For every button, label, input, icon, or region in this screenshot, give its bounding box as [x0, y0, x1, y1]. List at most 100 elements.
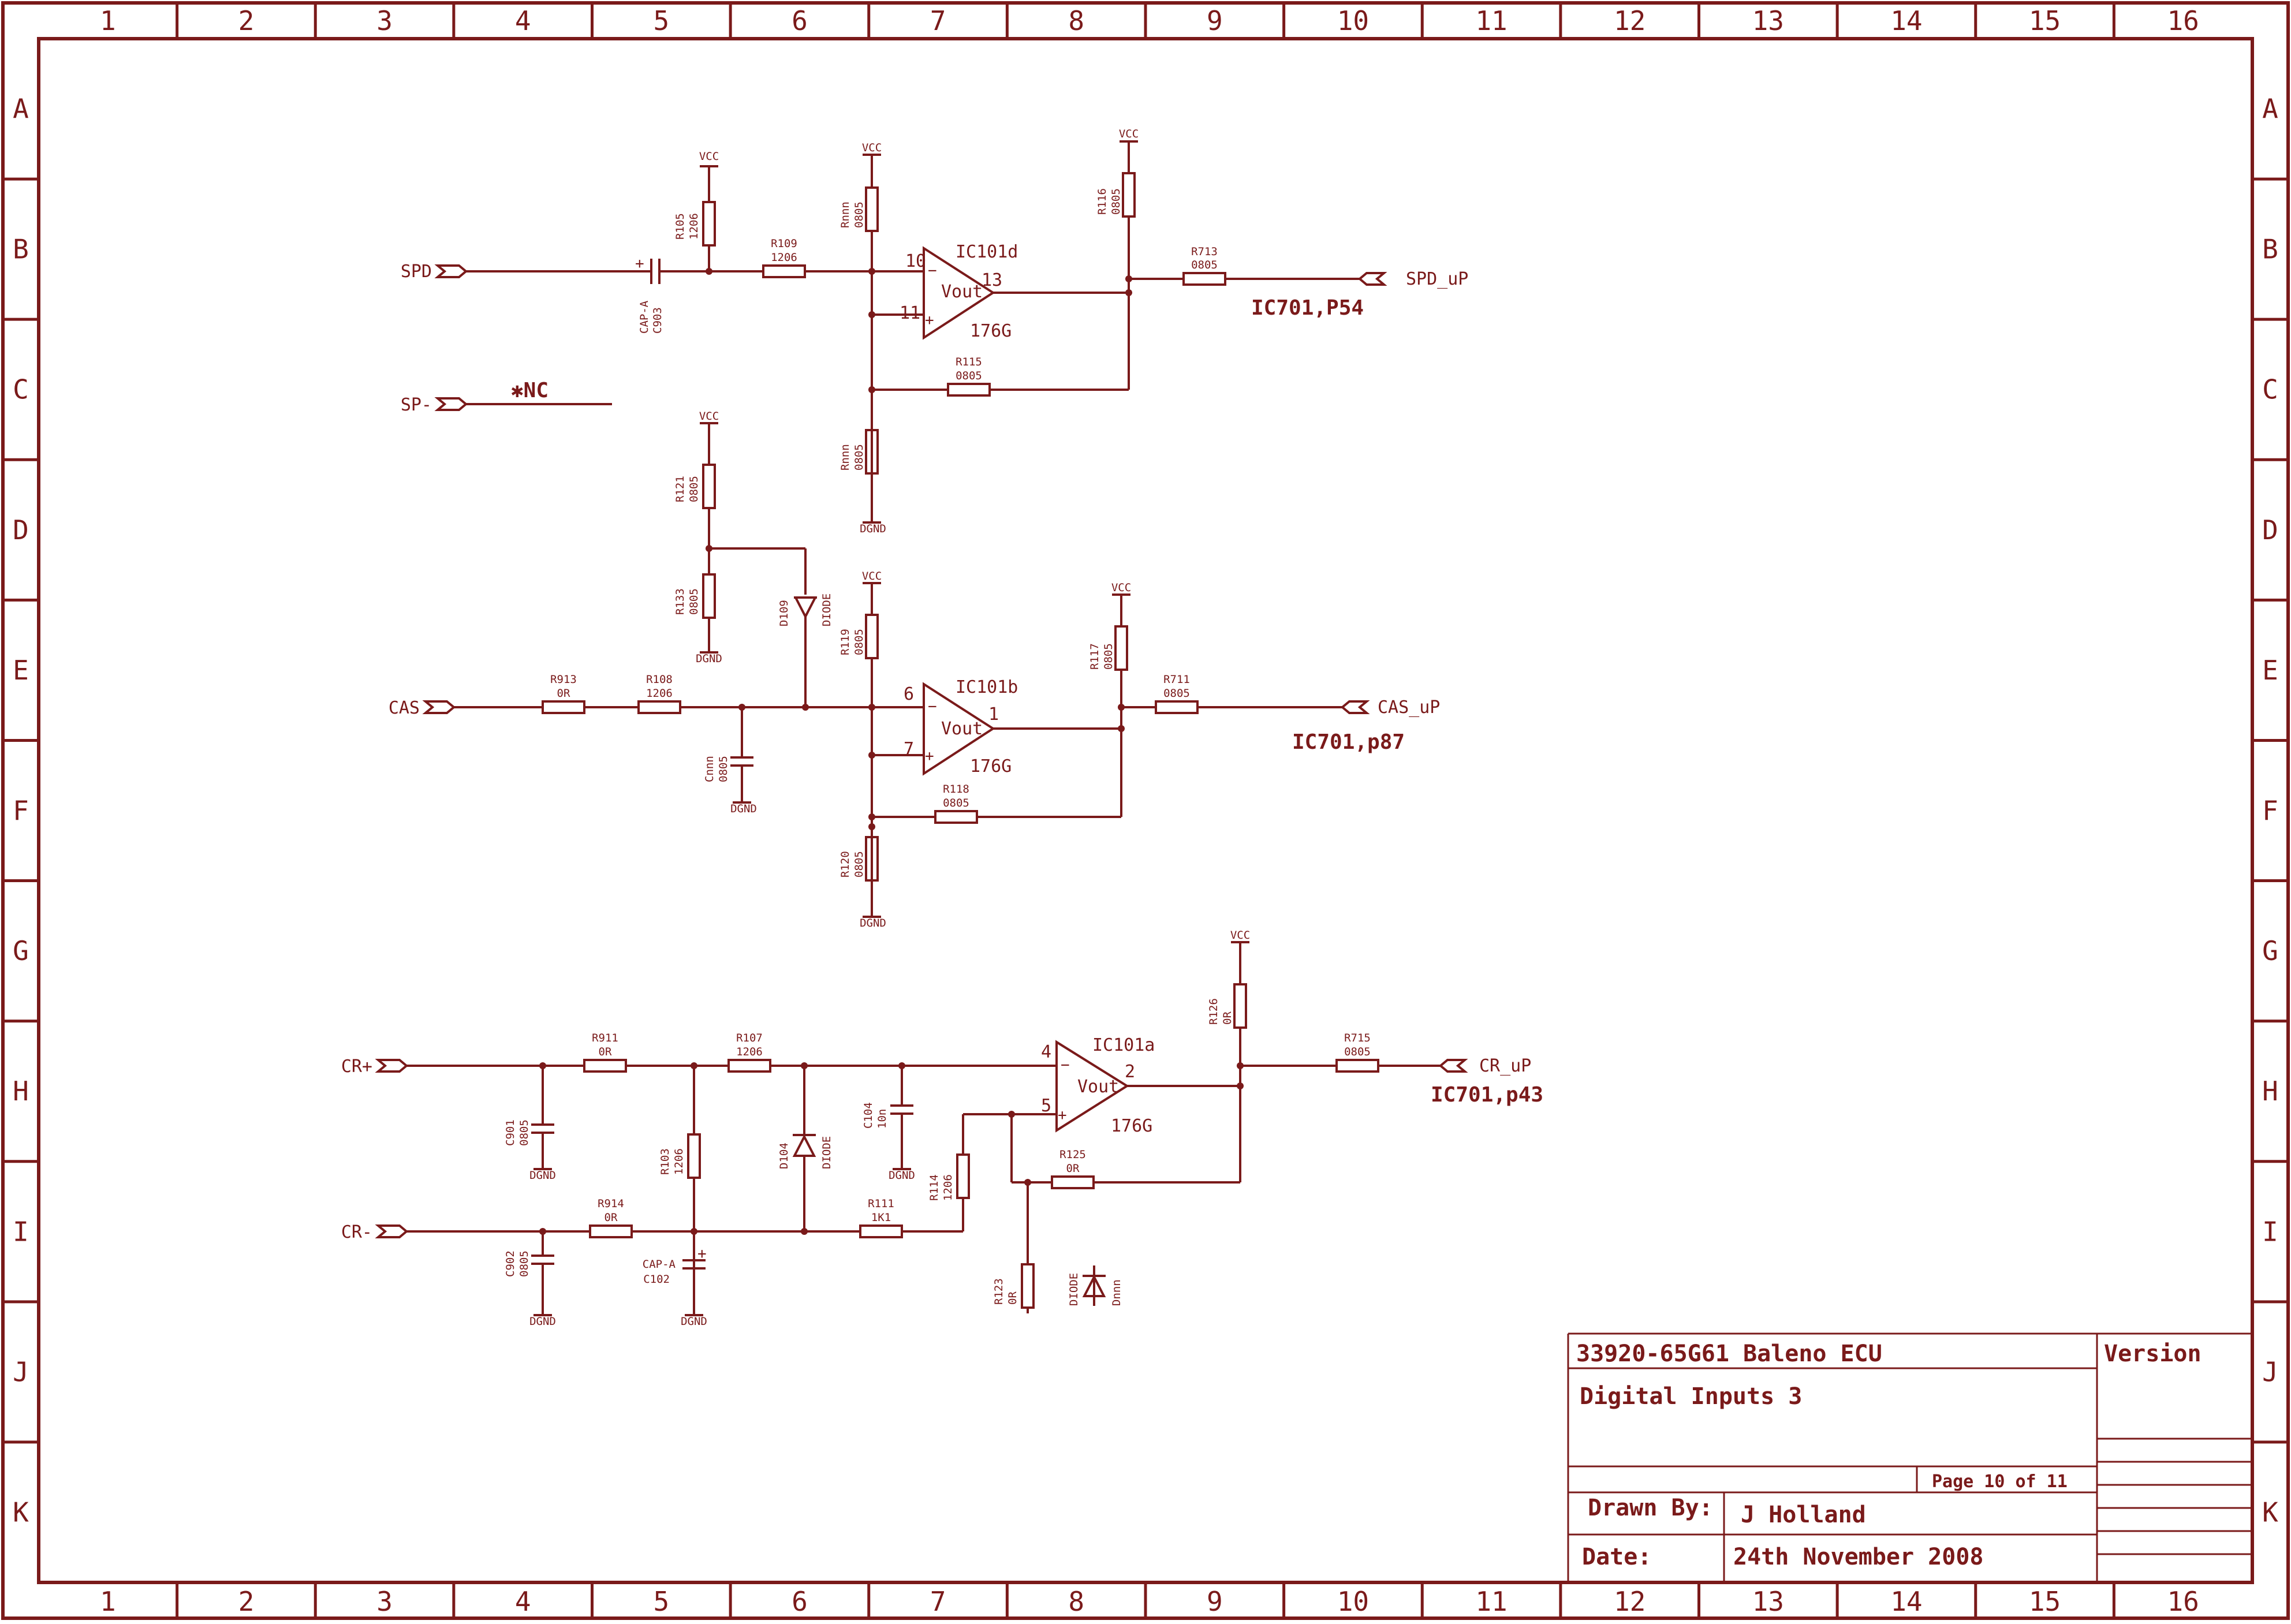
r121-ref: R121	[674, 476, 686, 502]
cas-output-port	[1340, 700, 1370, 714]
zone-row-label: A	[13, 94, 29, 125]
zone-column-label: 4	[515, 1586, 531, 1617]
zone-row-label: G	[2262, 935, 2278, 966]
r117-ref: R117	[1088, 643, 1101, 670]
cr-minus-port	[375, 1224, 409, 1238]
dgnd-label: DGND	[860, 522, 886, 535]
rnnn-bottom-value: 0805	[853, 444, 865, 471]
zone-column-label: 16	[2167, 5, 2199, 36]
zone-column-label: 7	[930, 1586, 946, 1617]
zone-column-label: 2	[238, 5, 255, 36]
r125-resistor	[1051, 1175, 1095, 1189]
ic101a-opamp	[1055, 1040, 1129, 1133]
ic101b-plus: +	[925, 748, 934, 765]
spd-destination: IC701,P54	[1251, 296, 1364, 320]
r114-value: 1206	[942, 1174, 954, 1201]
spd-output-port	[1357, 272, 1387, 286]
c104-value: 10n	[876, 1109, 889, 1129]
r715-value: 0805	[1344, 1046, 1371, 1058]
dgnd-label: DGND	[889, 1169, 915, 1182]
zone-column-label: 6	[792, 5, 808, 36]
r711-resistor	[1155, 700, 1199, 714]
spd-output-label: SPD_uP	[1406, 269, 1468, 289]
zone-row-label: G	[13, 935, 29, 966]
ic101a-pin-minus: 4	[1041, 1042, 1051, 1062]
ic101d-pin-out: 13	[982, 270, 1002, 290]
r111-value: 1K1	[871, 1211, 891, 1224]
r125-value: 0R	[1066, 1162, 1080, 1175]
zone-row-label: K	[2262, 1496, 2278, 1528]
r133-ref: R133	[674, 588, 686, 615]
c102-polarity: +	[697, 1245, 707, 1263]
r105-resistor	[702, 201, 716, 247]
cas-destination: IC701,p87	[1292, 730, 1405, 754]
ic101d-pin-plus: 11	[900, 303, 920, 323]
r914-value: 0R	[605, 1211, 618, 1224]
cr-output-port	[1438, 1059, 1468, 1073]
zone-column-label: 5	[653, 5, 669, 36]
spd-input-port	[434, 264, 468, 278]
zone-column-label: 9	[1207, 1586, 1223, 1617]
zone-column-label: 3	[376, 1586, 393, 1617]
r120-ref: R120	[839, 851, 852, 878]
ic101a-pin-out: 2	[1125, 1062, 1135, 1082]
zone-column-label: 16	[2167, 1586, 2199, 1617]
zone-column-label: 1	[100, 1586, 116, 1617]
spd-port-label: SPD	[401, 262, 432, 282]
zone-column-label: 15	[2029, 1586, 2061, 1617]
zone-column-label: 13	[1752, 1586, 1784, 1617]
rnnn-top-resistor	[865, 186, 879, 232]
ic101b-opamp	[923, 682, 995, 776]
r103-resistor	[687, 1133, 701, 1179]
zone-column-label: 6	[792, 1586, 808, 1617]
ic101b-pin-minus: 6	[904, 684, 914, 704]
dgnd-label: DGND	[730, 802, 757, 815]
ic101a-pin-plus: 5	[1041, 1096, 1051, 1116]
zone-row-label: B	[2262, 234, 2278, 265]
r133-resistor	[702, 573, 716, 619]
c902-ref: C902	[504, 1250, 517, 1277]
r107-resistor	[727, 1059, 771, 1073]
r121-value: 0805	[688, 476, 700, 502]
cas-port-label: CAS	[389, 698, 420, 718]
ic101d-ref: IC101d	[956, 242, 1018, 262]
dgnd-label: DGND	[860, 917, 886, 929]
r118-resistor	[934, 810, 978, 824]
dgnd-label: DGND	[681, 1315, 707, 1328]
zone-column-label: 9	[1207, 5, 1223, 36]
r115-value: 0805	[956, 369, 982, 382]
d109-ref: D109	[778, 600, 790, 626]
r914-resistor	[589, 1224, 633, 1238]
r119-resistor	[865, 614, 879, 659]
r105-value: 1206	[688, 213, 700, 240]
spd-channel: SPD + CAP-A C903 VCC R105 1206 R109 1206…	[401, 128, 1469, 535]
zone-column-label: 1	[100, 5, 116, 36]
cr-destination: IC701,p43	[1431, 1083, 1543, 1107]
r117-resistor	[1114, 625, 1128, 671]
r108-value: 1206	[646, 687, 673, 700]
r126-ref: R126	[1207, 998, 1220, 1025]
zone-column-label: 10	[1337, 1586, 1369, 1617]
cr-output-label: CR_uP	[1479, 1056, 1531, 1076]
d104-value: DIODE	[820, 1136, 833, 1169]
zone-column-label: 11	[1475, 1586, 1507, 1617]
r133-value: 0805	[688, 588, 700, 615]
zone-column-label: 10	[1337, 5, 1369, 36]
zone-row-label: D	[13, 514, 29, 546]
drawn-by-value: J Holland	[1741, 1502, 1866, 1528]
c102-value: CAP-A	[643, 1258, 676, 1271]
r911-resistor	[583, 1059, 627, 1073]
zone-row-label: J	[13, 1356, 29, 1387]
r123-value: 0R	[1006, 1291, 1019, 1305]
c903-ref: C903	[651, 307, 664, 334]
zone-column-label: 13	[1752, 5, 1784, 36]
sheet-title: Digital Inputs 3	[1580, 1383, 1802, 1410]
title-block: 33920-65G61 Baleno ECU Version Digital I…	[1567, 1332, 2252, 1582]
r118-value: 0805	[943, 797, 969, 809]
r115-ref: R115	[956, 356, 982, 368]
drawn-by-label: Drawn By:	[1588, 1495, 1713, 1521]
d104-diode	[792, 1134, 816, 1157]
version-label: Version	[2104, 1341, 2202, 1367]
vcc-label: VCC	[862, 141, 882, 154]
